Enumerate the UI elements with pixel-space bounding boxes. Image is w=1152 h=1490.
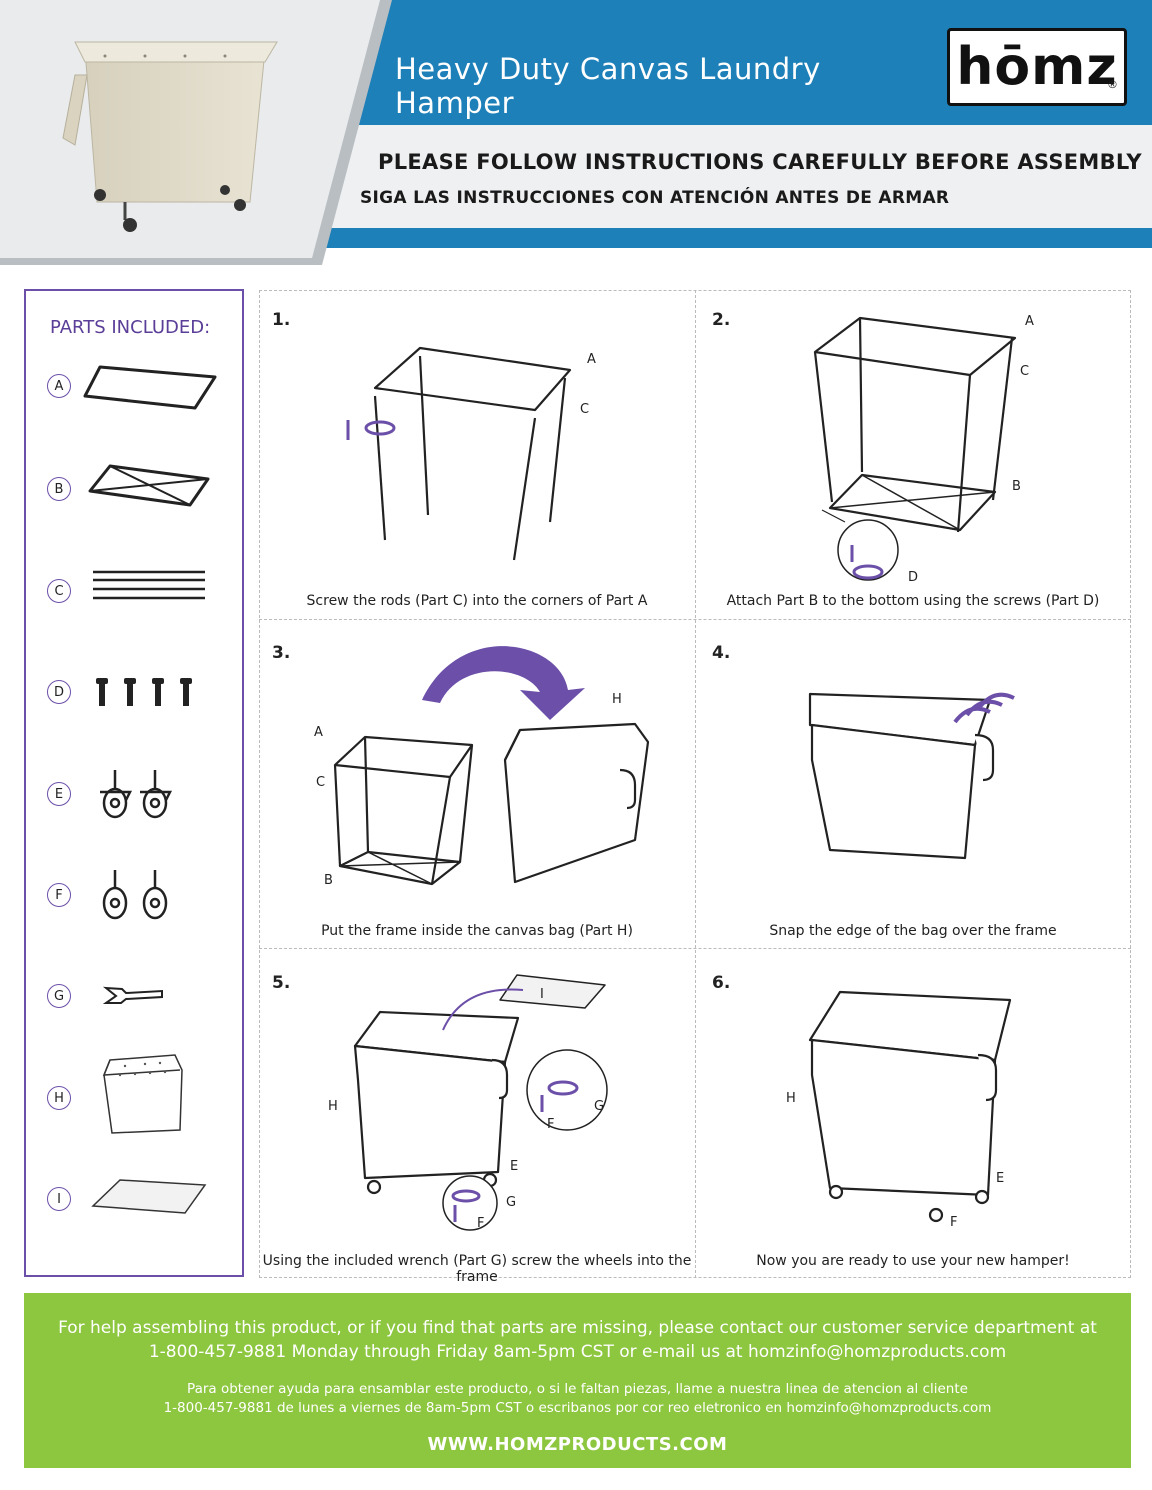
parts-illustrations <box>83 365 217 1214</box>
step-4-hamper-illustration <box>808 692 995 860</box>
footer-help-english-line2: 1-800-457-9881 Monday through Friday 8am… <box>148 1342 1007 1362</box>
brand-name: hōmz <box>956 37 1118 97</box>
homz-logo: hōmz ® <box>947 28 1127 106</box>
footer-help-spanish-line1: Para obtener ayuda para ensamblar este p… <box>187 1381 968 1397</box>
canvas-bag-icon <box>102 1054 183 1134</box>
step-3-label-h: H <box>612 692 622 707</box>
screws-icon <box>96 678 192 706</box>
casters-icon <box>102 870 168 920</box>
footer-help-spanish-line2: 1-800-457-9881 de lunes a viernes de 8am… <box>163 1400 992 1416</box>
top-frame-icon <box>83 365 217 410</box>
bottom-frame-icon <box>88 464 210 507</box>
step-3-label-a: A <box>314 725 323 740</box>
part-label-e: E <box>47 782 71 806</box>
step-1-caption: Screw the rods (Part C) into the corners… <box>306 593 648 609</box>
wrench-icon <box>102 986 163 1004</box>
hamper-photo <box>62 41 278 232</box>
step-5-label-f: F <box>477 1216 485 1231</box>
move-arrow-icon <box>442 988 524 1031</box>
step-4-caption: Snap the edge of the bag over the frame <box>769 923 1057 939</box>
base-board-icon <box>91 1179 207 1214</box>
registered-mark: ® <box>1107 78 1118 91</box>
step-2-number: 2. <box>712 310 731 330</box>
step-2-frame-illustration <box>813 316 1017 581</box>
part-label-a: A <box>47 374 71 398</box>
step-6-hamper-illustration <box>808 990 1012 1223</box>
step-1-label-c: C <box>580 402 590 417</box>
step-2-label-b: B <box>1012 479 1021 494</box>
grid-divider-vertical <box>695 290 696 1278</box>
step-3-caption: Put the frame inside the canvas bag (Par… <box>321 923 633 939</box>
step-1-label-a: A <box>587 352 596 367</box>
step-3-number: 3. <box>272 643 291 663</box>
step-3-label-b: B <box>324 873 333 888</box>
step-6-caption: Now you are ready to use your new hamper… <box>756 1253 1070 1269</box>
locking-casters-icon <box>100 770 173 819</box>
part-label-g: G <box>47 984 71 1008</box>
step-5-label-h: H <box>328 1099 338 1114</box>
step-illustrations <box>333 316 1017 1231</box>
grid-divider-row1 <box>259 619 1131 620</box>
footer-help-english: For help assembling this product, or if … <box>24 1316 1131 1364</box>
part-label-c: C <box>47 579 71 603</box>
step-1-number: 1. <box>272 310 291 330</box>
step-2-label-d: D <box>908 570 919 585</box>
parts-panel <box>24 289 244 1277</box>
part-label-i: I <box>47 1187 71 1211</box>
step-4-number: 4. <box>712 643 731 663</box>
step-5-caption: Using the included wrench (Part G) screw… <box>262 1253 692 1285</box>
footer <box>24 1293 1131 1468</box>
step-2-label-a: A <box>1025 314 1034 329</box>
step-5-label-i: I <box>540 987 544 1002</box>
step-3-label-c: C <box>316 775 326 790</box>
part-label-b: B <box>47 477 71 501</box>
product-title: Heavy Duty Canvas Laundry Hamper <box>395 52 821 120</box>
step-6-number: 6. <box>712 973 731 993</box>
step-5-label-g: G <box>506 1195 517 1210</box>
step-3-frame-illustration <box>333 735 474 886</box>
step-2-label-c: C <box>1020 364 1030 379</box>
flip-arrow-icon <box>422 646 585 720</box>
step-5-label-g-inset: G <box>594 1099 605 1114</box>
parts-title: PARTS INCLUDED: <box>50 317 211 338</box>
instruction-english: PLEASE FOLLOW INSTRUCTIONS CAREFULLY BEF… <box>378 150 1142 174</box>
part-label-d: D <box>47 680 71 704</box>
step-2-caption: Attach Part B to the bottom using the sc… <box>726 593 1100 609</box>
step-3-bag-illustration <box>503 722 650 884</box>
grid-divider-row2 <box>259 948 1131 949</box>
part-label-h: H <box>47 1086 71 1110</box>
rods-icon <box>93 570 205 600</box>
step-1-frame-illustration <box>373 346 572 561</box>
part-label-f: F <box>47 883 71 907</box>
rotate-arrow-icon <box>364 420 396 436</box>
footer-help-spanish: Para obtener ayuda para ensamblar este p… <box>24 1380 1131 1418</box>
rotate-arrow-icon <box>852 564 884 580</box>
step-6-label-e: E <box>996 1171 1005 1186</box>
step-5-label-f-inset: F <box>547 1117 555 1132</box>
step-6-label-h: H <box>786 1091 796 1106</box>
step-5-label-e: E <box>510 1159 519 1174</box>
instruction-spanish: SIGA LAS INSTRUCCIONES CON ATENCIÓN ANTE… <box>360 188 950 208</box>
website-link[interactable]: WWW.HOMZPRODUCTS.COM <box>427 1434 728 1455</box>
step-6-label-f: F <box>950 1215 958 1230</box>
step-5-hamper-illustration <box>353 974 608 1231</box>
footer-help-english-line1: For help assembling this product, or if … <box>58 1318 1097 1338</box>
step-5-number: 5. <box>272 973 291 993</box>
